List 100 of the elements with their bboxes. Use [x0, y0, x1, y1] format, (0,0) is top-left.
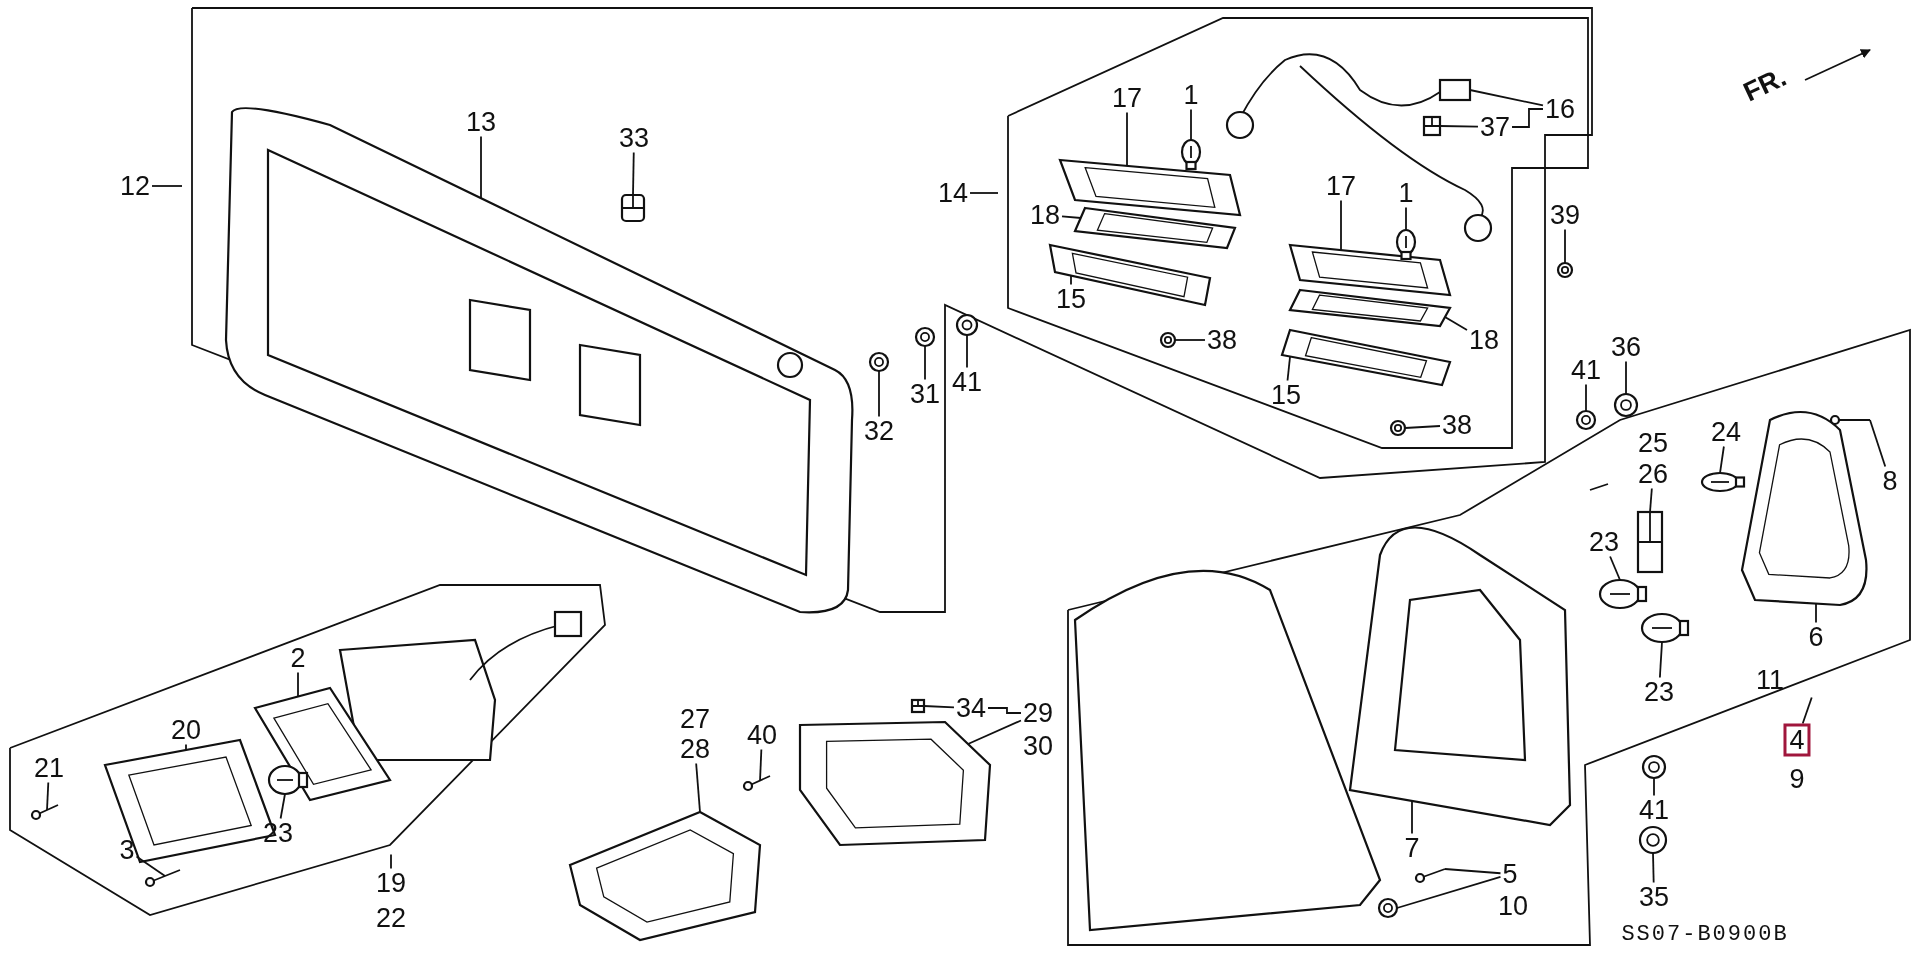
leader-line [1719, 445, 1725, 474]
leader-line [1126, 111, 1128, 167]
callout-number: 26 [1636, 459, 1670, 489]
callout-number: 12 [118, 171, 152, 201]
screw-drawing [144, 869, 181, 888]
callout-number: 5 [1500, 859, 1520, 889]
leader-line [390, 853, 392, 870]
callout-number: 17 [1324, 171, 1358, 201]
screw-drawing [1159, 331, 1177, 349]
callout-number: 3 [117, 835, 137, 865]
leader-line [967, 719, 1022, 745]
callout-number: 14 [936, 178, 970, 208]
direction-label: FR. [1737, 61, 1792, 109]
leader-line [695, 762, 701, 813]
callout-number: 27 [679, 704, 711, 734]
clip-drawing [910, 698, 926, 714]
callout-number: 33 [617, 123, 651, 153]
lamp-socket-drawing [1740, 410, 1868, 607]
callout-number: 25 [1637, 428, 1669, 458]
gasket-drawing [1348, 526, 1572, 827]
leader-line [1404, 425, 1441, 429]
bulb-drawing [1180, 138, 1202, 171]
lamp-lens-drawing [1048, 243, 1212, 307]
lamp-housing-drawing [1288, 243, 1452, 297]
bulb-drawing [1640, 612, 1690, 644]
callout-number: 15 [1269, 380, 1303, 410]
clip-drawing [1638, 825, 1668, 855]
callout-number: 24 [1709, 417, 1743, 447]
callout-number: 10 [1497, 891, 1529, 921]
leader-line [1061, 215, 1082, 219]
leader-line [135, 855, 166, 877]
bolt-drawing [1829, 414, 1871, 426]
screw-drawing [742, 775, 771, 792]
callout-number: 13 [464, 107, 498, 137]
leader-line [1652, 852, 1655, 884]
leader-line [279, 793, 286, 820]
reflector-drawing [568, 810, 762, 942]
callout-number: 7 [1402, 833, 1422, 863]
leader-line [1625, 360, 1627, 395]
bracket-drawing [798, 720, 992, 847]
callout-number: 20 [169, 715, 203, 745]
rear-panel-drawing [224, 107, 854, 614]
callout-number: 30 [1022, 731, 1054, 761]
callout-number: 37 [1478, 112, 1512, 142]
leader-line [1286, 356, 1291, 382]
screw-drawing [30, 804, 59, 821]
leader-line [987, 707, 1022, 714]
leader-line [1405, 206, 1407, 231]
callout-number: 28 [678, 734, 712, 764]
leader-line [151, 185, 183, 187]
leader-line [1585, 383, 1587, 412]
screw-drawing [1556, 261, 1574, 279]
callout-number: 41 [1569, 355, 1603, 385]
leader-line [1869, 419, 1887, 468]
callout-number: 41 [950, 367, 984, 397]
callout-number: 19 [374, 868, 408, 898]
nut-drawing [1575, 409, 1597, 431]
screw-drawing [1389, 419, 1407, 437]
leader-line [185, 743, 187, 751]
callout-number: 41 [1637, 795, 1671, 825]
callout-number: 17 [1110, 83, 1144, 113]
leader-line [1070, 275, 1072, 286]
callout-number: 35 [1637, 882, 1671, 912]
washer-drawing [1377, 897, 1399, 919]
leader-line [878, 370, 880, 418]
callout-number: 15 [1054, 284, 1088, 314]
callout-number: 34 [954, 693, 988, 723]
callout-number: 9 [1788, 764, 1806, 794]
callout-number: 29 [1021, 698, 1055, 728]
leader-line [480, 135, 482, 200]
leader-line [1190, 108, 1192, 141]
leader-line [632, 151, 635, 196]
leader-line [1439, 125, 1479, 128]
leader-line [1815, 603, 1817, 624]
leader-line [46, 781, 50, 811]
washer-drawing [914, 326, 936, 348]
callout-number: 2 [288, 643, 308, 673]
callout-number: 1 [1181, 80, 1201, 110]
grommet-drawing [1613, 392, 1639, 418]
lamp-lens-drawing [1280, 328, 1452, 387]
gasket-drawing [1288, 288, 1452, 328]
callout-number: 21 [32, 753, 66, 783]
leader-line [969, 192, 999, 194]
callout-number: 22 [375, 903, 407, 933]
leader-line [1564, 228, 1566, 264]
callout-number: 23 [1642, 677, 1676, 707]
callout-number: 36 [1609, 332, 1643, 362]
callout-number: 16 [1543, 94, 1577, 124]
callout-number: 18 [1467, 325, 1501, 355]
leader-line [297, 671, 299, 698]
callout-number: 31 [908, 379, 942, 409]
bulb-drawing [1598, 578, 1648, 610]
callout-number: 4 [1783, 723, 1811, 757]
leader-line [1511, 108, 1544, 128]
nut-drawing [955, 313, 979, 337]
lamp-housing-drawing [1058, 158, 1242, 217]
callout-number: 18 [1028, 200, 1062, 230]
leader-line [1444, 868, 1502, 875]
callout-number: 38 [1440, 410, 1474, 440]
leader-line [1396, 875, 1502, 909]
